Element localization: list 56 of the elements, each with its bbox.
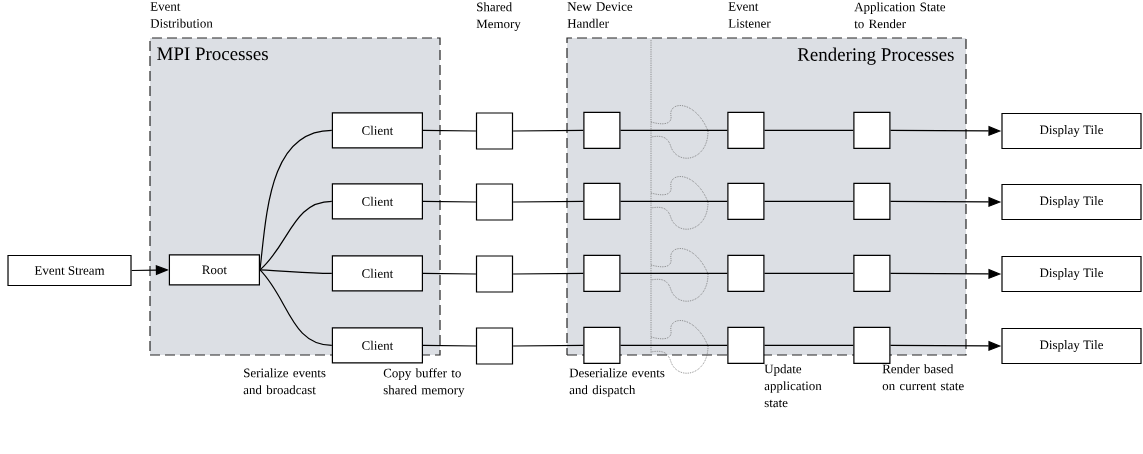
column-heading: New Device Handler bbox=[567, 2, 633, 28]
buffer-box bbox=[853, 111, 891, 149]
buffer-box bbox=[475, 112, 514, 150]
connector bbox=[259, 269, 333, 274]
buffer-box bbox=[853, 182, 891, 220]
process-box: Client bbox=[331, 183, 423, 220]
buffer-box bbox=[475, 183, 514, 221]
buffer-box bbox=[475, 327, 514, 365]
process-box: Client bbox=[331, 255, 423, 292]
process-box: Client bbox=[331, 327, 423, 364]
buffer-box bbox=[583, 111, 621, 149]
connector bbox=[619, 344, 728, 346]
process-box: Display Tile bbox=[1001, 112, 1142, 150]
column-heading: Event Distribution bbox=[150, 2, 213, 28]
process-box: Display Tile bbox=[1001, 327, 1142, 365]
connector bbox=[763, 344, 854, 346]
connector bbox=[422, 200, 477, 203]
connector bbox=[422, 344, 477, 347]
connector bbox=[259, 269, 333, 346]
connector bbox=[763, 200, 854, 202]
connector bbox=[763, 272, 854, 274]
process-box: Display Tile bbox=[1001, 255, 1142, 293]
buffer-box bbox=[727, 111, 765, 149]
buffer-box bbox=[475, 255, 514, 293]
column-heading: Event Listener bbox=[728, 2, 771, 28]
process-box: Client bbox=[331, 112, 423, 149]
process-box: Root bbox=[168, 254, 260, 286]
step-note: Deserialize events and dispatch bbox=[569, 368, 665, 397]
buffer-box bbox=[727, 326, 765, 364]
connector bbox=[512, 272, 584, 275]
buffer-box bbox=[853, 326, 891, 364]
buffer-box bbox=[583, 326, 621, 364]
buffer-box bbox=[853, 254, 891, 292]
buffer-box bbox=[583, 182, 621, 220]
connector bbox=[422, 272, 477, 275]
connector bbox=[619, 272, 728, 274]
process-box: Display Tile bbox=[1001, 183, 1142, 221]
process-box: Event Stream bbox=[7, 254, 132, 287]
buffer-box bbox=[583, 254, 621, 292]
column-heading: Application State to Render bbox=[854, 2, 946, 29]
column-heading: Shared Memory bbox=[476, 2, 521, 31]
connector bbox=[763, 129, 854, 131]
step-note: Serialize events and broadcast bbox=[243, 368, 326, 395]
connector bbox=[512, 200, 584, 203]
step-note: Render based on current state bbox=[882, 364, 964, 391]
connector bbox=[422, 129, 477, 132]
connector bbox=[512, 129, 584, 132]
step-note: Copy buffer to shared memory bbox=[383, 368, 465, 398]
buffer-box bbox=[727, 254, 765, 292]
connector bbox=[259, 129, 333, 271]
connector bbox=[619, 200, 728, 202]
buffer-box bbox=[727, 182, 765, 220]
connector bbox=[512, 344, 584, 347]
connector bbox=[259, 200, 333, 271]
step-note: Update application state bbox=[764, 364, 822, 408]
connector bbox=[619, 129, 728, 131]
